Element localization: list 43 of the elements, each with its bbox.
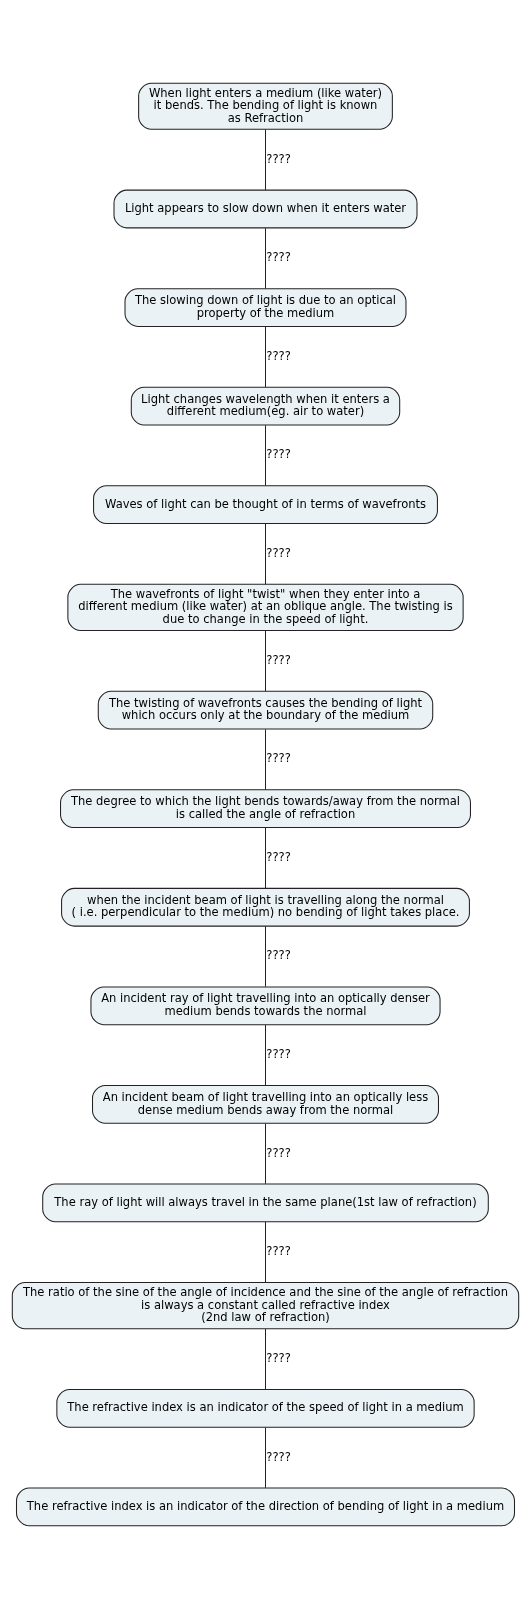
edge-label: ???? xyxy=(266,751,291,766)
connector xyxy=(264,827,267,889)
edge-label: ???? xyxy=(266,1145,291,1160)
connector xyxy=(264,630,267,692)
connector xyxy=(264,326,267,388)
connector xyxy=(264,523,267,585)
node-box: The ratio of the sine of the angle of incidence and the sine of the angle of refraction is always a constant called refractive index (2nd law of refraction) xyxy=(11,1282,520,1330)
connector xyxy=(264,424,267,487)
connector xyxy=(264,129,267,191)
node-box: The twisting of wavefronts causes the bending of light which occurs only at the boundary of the medium xyxy=(97,690,434,730)
node-box: Light appears to slow down when it enters water xyxy=(113,189,418,229)
edge-label: ???? xyxy=(266,545,291,560)
edge-label: ???? xyxy=(266,1449,291,1464)
node-box: The degree to which the light bends towards/away from the normal is called the angle of refraction xyxy=(60,789,471,829)
edge-label: ???? xyxy=(266,151,291,166)
connector xyxy=(264,1221,267,1284)
node-box: when the incident beam of light is travelling along the normal ( i.e. perpendicular to the medium) no bending of light takes place. xyxy=(61,887,470,927)
node-box: Light changes wavelength when it enters a different medium(eg. air to water) xyxy=(130,386,401,426)
node-box: The ray of light will always travel in the same plane(1st law of refraction) xyxy=(42,1183,489,1223)
connector xyxy=(264,925,267,988)
node-box: The wavefronts of light "twist" when they enter into a different medium (like water) at an oblique angle. The twisting is due to change in the speed of light. xyxy=(67,583,464,631)
connector xyxy=(264,1427,267,1489)
edge-label: ???? xyxy=(266,1244,291,1259)
node-box: An incident beam of light travelling into an optically less dense medium bends away from the normal xyxy=(92,1084,439,1124)
edge-label: ???? xyxy=(266,652,291,667)
connector xyxy=(264,1328,267,1390)
node-box: The refractive index is an indicator of the speed of light in a medium xyxy=(56,1389,475,1428)
node-box: Waves of light can be thought of in terms of wavefronts xyxy=(93,485,438,525)
connector xyxy=(264,1123,267,1185)
edge-label: ???? xyxy=(266,849,291,864)
edge-label: ???? xyxy=(266,1351,291,1366)
edge-label: ???? xyxy=(266,250,291,265)
connector xyxy=(264,227,267,289)
connector xyxy=(264,728,267,791)
edge-label: ???? xyxy=(266,1047,291,1062)
edge-label: ???? xyxy=(266,447,291,462)
node-box: The refractive index is an indicator of the direction of bending of light in a medium xyxy=(15,1487,516,1527)
connector xyxy=(264,1024,267,1086)
node-box: When light enters a medium (like water) it bends. The bending of light is known as Refraction xyxy=(138,82,393,130)
node-box: The slowing down of light is due to an optical property of the medium xyxy=(124,288,407,327)
edge-label: ???? xyxy=(266,348,291,363)
node-box: An incident ray of light travelling into an optically denser medium bends towards the normal xyxy=(90,986,441,1026)
edge-label: ???? xyxy=(266,948,291,963)
